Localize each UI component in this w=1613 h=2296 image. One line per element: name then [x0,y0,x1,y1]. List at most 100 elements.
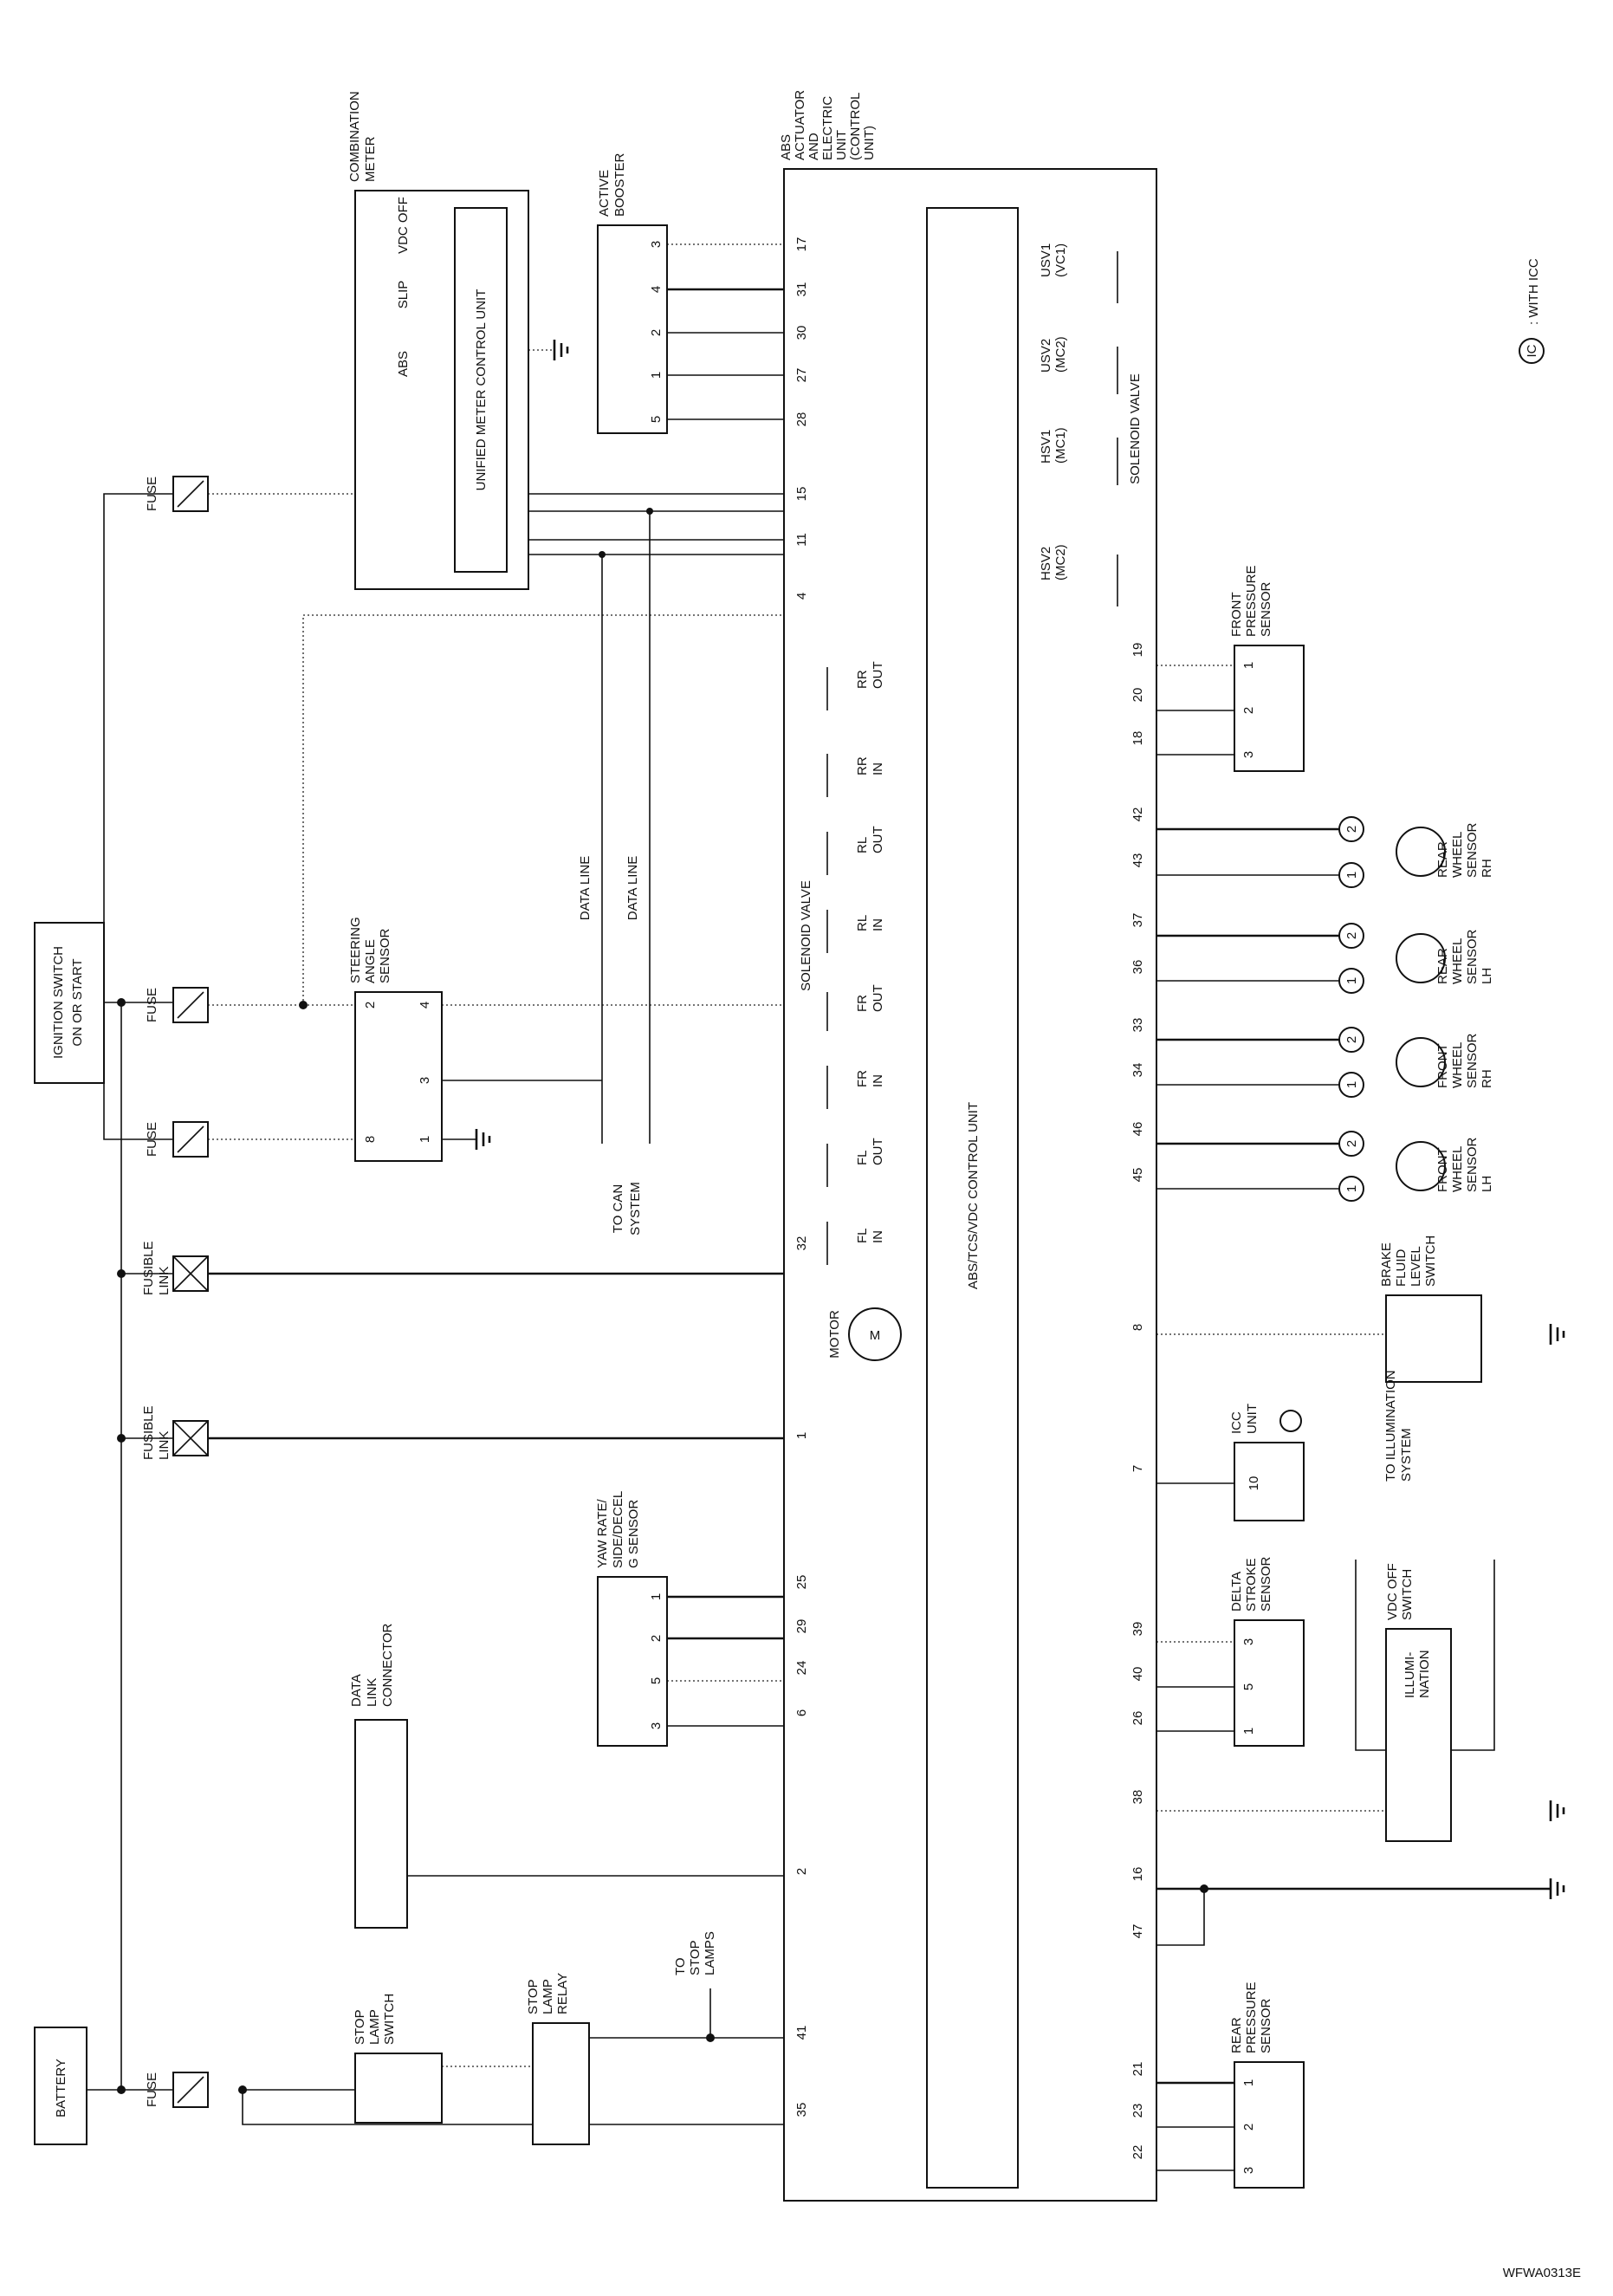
abs-pin-4: 4 [794,593,809,600]
usv1-label: (VC1) [1053,243,1068,277]
abs-pin-22: 22 [1130,2145,1145,2160]
abs-pin-16: 16 [1130,1867,1145,1882]
front-pressure-label: PRESSURE [1244,565,1259,637]
solenoid-label: FL [855,1228,870,1243]
solenoid-label: IN [871,762,885,775]
data-link-label-2: LINK [365,1678,379,1707]
solenoid-label: IN [871,1074,885,1087]
solenoid-valve-label-2: SOLENOID VALVE [1128,373,1143,484]
wheel-sensor-label: LH [1480,968,1494,984]
steering-sensor-box [354,991,443,1162]
stop-lamp-switch-label: STOP [353,2009,367,2045]
wheel-sensor-label: SENSOR [1465,822,1480,878]
icc-pin-10: 10 [1247,1476,1261,1491]
page-id: WFWA0313E [1503,2266,1581,2280]
wheel-pin: 2 [1344,826,1359,833]
abs-actuator-label: AND [806,133,821,160]
delta-stroke-label: DELTA [1229,1572,1244,1612]
steering-pin-3: 3 [418,1077,432,1084]
data-line-label: DATA LINE [578,856,593,920]
stop-lamp-switch-box [354,2053,443,2124]
yaw-pin-1: 1 [649,1593,664,1600]
abs-actuator-label: ELECTRIC [820,96,835,160]
rear-pressure-box [1234,2061,1305,2189]
delta-pin-5: 5 [1241,1683,1256,1690]
abs-pin-47: 47 [1130,1924,1145,1939]
wheel-sensor-label: WHEEL [1450,938,1465,984]
solenoid-label: FL [855,1150,870,1165]
brake-fluid-box [1385,1294,1482,1383]
front-pressure-label: FRONT [1229,592,1244,637]
yaw-sensor-label-3: G SENSOR [626,1500,641,1568]
component-boxes [34,168,1565,2202]
wheel-sensor-label: REAR [1435,948,1450,984]
labels: BATTERY IGNITION SWITCH ON OR START COMB… [51,91,1581,2280]
data-link-box [354,1719,408,1929]
delta-pin-3: 3 [1241,1638,1256,1645]
data-link-label-3: CONNECTOR [380,1623,395,1707]
booster-pin-1: 1 [649,372,664,379]
rear-pressure-label: REAR [1229,2017,1244,2053]
steering-sensor-label: ANGLE [363,939,378,983]
to-illumination-label: SYSTEM [1399,1428,1414,1482]
abs-actuator-label: ABS [779,134,794,160]
wheel-sensor-label: WHEEL [1450,1042,1465,1088]
front-pressure-pin-1: 1 [1241,662,1256,669]
icc-unit-label-2: UNIT [1245,1404,1260,1434]
illumination-label: ILLUMI- [1402,1652,1417,1698]
abs-pin-18: 18 [1130,731,1145,746]
fuse-label: FUSE [145,2072,159,2107]
steering-pin-2: 2 [363,1002,378,1009]
control-unit-box [926,207,1019,2189]
wheel-sensor-label: WHEEL [1450,832,1465,878]
data-line-label-2: DATA LINE [625,856,640,920]
abs-pin-20: 20 [1130,688,1145,703]
to-illumination-label: TO ILLUMINATION [1383,1370,1398,1482]
front-pressure-pin-2: 2 [1241,707,1256,714]
hsv2-label: HSV2 [1039,547,1053,580]
steering-pin-1: 1 [418,1136,432,1143]
vdc-off-switch-label: VDC OFF [1385,1563,1400,1620]
booster-pin-4: 4 [649,286,664,293]
brake-fluid-label: LEVEL [1409,1246,1423,1287]
abs-pin-45: 45 [1130,1168,1145,1183]
vdc-off-switch-box [1385,1628,1452,1842]
solenoid-label: RL [855,837,870,853]
abs-actuator-label: ACTUATOR [793,90,807,160]
delta-stroke-box [1234,1619,1305,1747]
ground-icons [475,340,1565,1899]
solenoid-label: RR [855,670,870,689]
abs-actuator-label: (CONTROL [848,93,863,160]
abs-pin-41: 41 [794,2026,809,2040]
yaw-pin-5: 5 [649,1677,664,1684]
solenoid-label: IN [871,918,885,931]
abs-pin-17: 17 [794,237,809,252]
usv2-label: (MC2) [1053,336,1068,373]
solenoid-label: IN [871,1230,885,1243]
wheel-sensor-label: LH [1480,1176,1494,1192]
to-stop-lamps-label: LAMPS [703,1931,717,1975]
abs-pin-40: 40 [1130,1667,1145,1682]
front-pressure-box [1234,645,1305,772]
icc-badge-icon [1279,1410,1302,1432]
yaw-pin-3: 3 [649,1722,664,1729]
abs-pin-24: 24 [794,1661,809,1676]
unified-meter-label: UNIFIED METER CONTROL UNIT [474,289,489,491]
steering-pin-4: 4 [418,1002,432,1009]
abs-pin-23: 23 [1130,2104,1145,2118]
rear-pressure-label: SENSOR [1259,1998,1273,2053]
junction-dot [117,2085,126,2094]
abs-pin-2: 2 [794,1868,809,1875]
fusible-link-label: FUSIBLE [141,1405,156,1460]
control-unit-label: ABS/TCS/VDC CONTROL UNIT [966,1102,981,1289]
junction-dot [117,1434,126,1443]
abs-pin-34: 34 [1130,1063,1145,1078]
stop-lamp-switch-label: LAMP [367,2009,382,2045]
to-can-label: TO CAN [611,1184,625,1233]
rear-pressure-label: PRESSURE [1244,1981,1259,2053]
battery-label: BATTERY [54,2059,68,2118]
wheel-pin: 2 [1344,1140,1359,1147]
abs-pin-26: 26 [1130,1711,1145,1726]
